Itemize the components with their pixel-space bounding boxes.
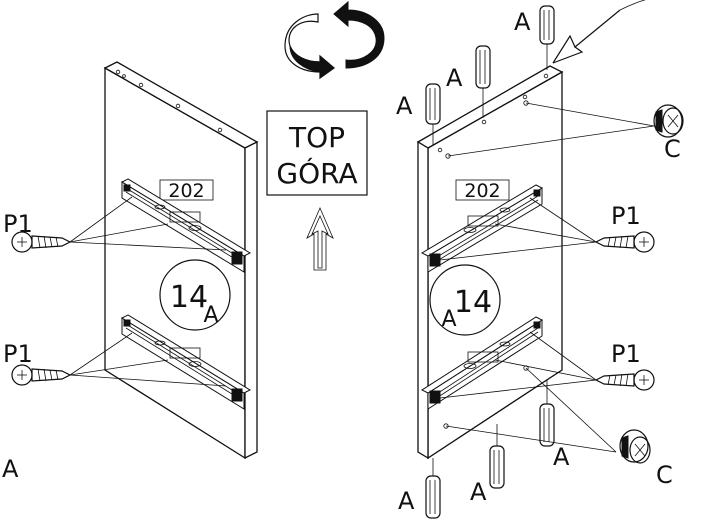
dowel-icon bbox=[425, 83, 441, 145]
right-part-suffix: A bbox=[441, 307, 456, 332]
top-label: TOP bbox=[288, 121, 345, 154]
right-lower-drawer-slide bbox=[420, 316, 544, 410]
right-upper-screw-label: P1 bbox=[611, 202, 641, 230]
left-upper-screw-label: P1 bbox=[3, 210, 33, 238]
left-panel-code: 202 bbox=[168, 180, 204, 202]
right-lower-leader-lines bbox=[439, 331, 597, 399]
cam-lock-icon bbox=[619, 429, 651, 464]
top-label-box bbox=[266, 110, 368, 196]
dowel-icon bbox=[539, 5, 555, 70]
screw-icon bbox=[594, 231, 655, 253]
right-upper-leader-lines bbox=[439, 197, 597, 261]
dowel-label-5: A bbox=[470, 478, 487, 506]
dowel-icon bbox=[489, 424, 505, 489]
right-upper-drawer-slide bbox=[420, 184, 544, 273]
right-lower-cam-leader-lines bbox=[445, 367, 617, 453]
dowel-icon bbox=[539, 380, 555, 447]
right-panel-code-box bbox=[455, 179, 510, 201]
dowel-icon bbox=[475, 45, 491, 118]
left-panel-holes bbox=[115, 69, 223, 133]
left-lower-screw-label: P1 bbox=[3, 340, 33, 368]
dowel-label-1: A bbox=[514, 8, 531, 36]
right-panel-code: 202 bbox=[464, 180, 500, 202]
left-side-panel: 202 14 A bbox=[2, 61, 259, 483]
right-side-panel: 202 14 A bbox=[396, 0, 684, 519]
screw-icon bbox=[11, 231, 72, 253]
left-part-number: 14 bbox=[170, 280, 208, 315]
cam-label-1: C bbox=[664, 135, 681, 163]
cam-lock-icon bbox=[653, 104, 684, 138]
right-lower-screw-label: P1 bbox=[611, 340, 641, 368]
left-upper-leader-lines bbox=[69, 196, 227, 251]
left-dowel-label: A bbox=[2, 455, 19, 483]
right-part-number: 14 bbox=[454, 285, 492, 320]
gora-label: GÓRA bbox=[276, 156, 357, 190]
dowel-icon bbox=[425, 458, 441, 519]
dowel-label-6: A bbox=[398, 487, 415, 515]
right-part-circle bbox=[429, 264, 501, 336]
left-panel-code-box bbox=[159, 179, 214, 201]
up-arrow-icon bbox=[306, 206, 334, 271]
left-part-circle bbox=[159, 259, 231, 331]
left-lower-drawer-slide bbox=[120, 314, 252, 410]
left-part-suffix: A bbox=[203, 303, 218, 328]
dowel-label-3: A bbox=[396, 92, 413, 120]
left-lower-leader-lines bbox=[69, 332, 227, 387]
dowel-label-2: A bbox=[446, 64, 463, 92]
screw-icon bbox=[594, 369, 655, 391]
dowel-label-4: A bbox=[553, 443, 570, 471]
right-upper-cam-leader-lines bbox=[447, 102, 655, 157]
cam-label-2: C bbox=[656, 461, 673, 489]
insertion-arrow-icon bbox=[552, 0, 646, 64]
rotate-arrows-icon bbox=[284, 0, 385, 80]
screw-icon bbox=[11, 364, 72, 386]
